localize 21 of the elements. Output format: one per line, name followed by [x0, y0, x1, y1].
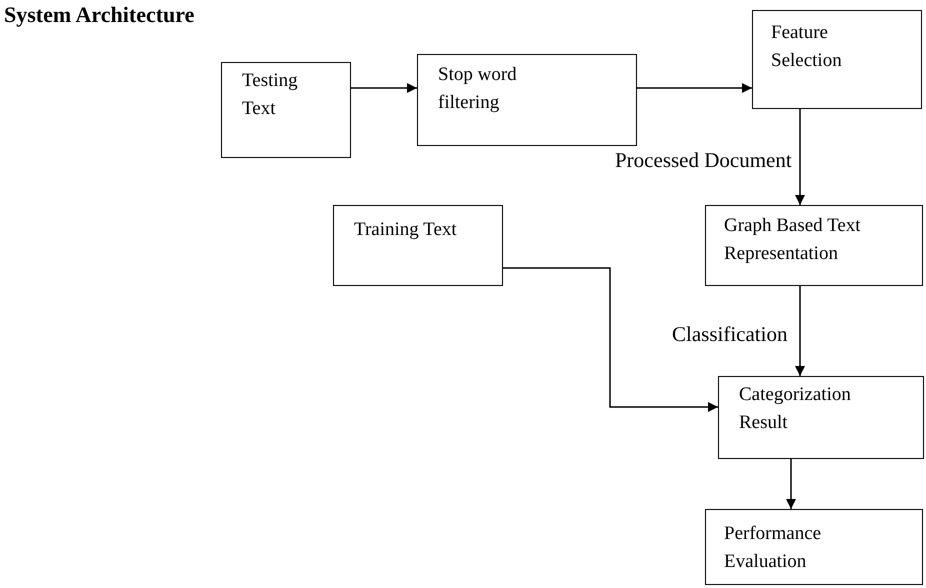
diagram-title: System Architecture — [4, 2, 194, 28]
process-box — [705, 205, 923, 286]
arrow — [795, 286, 805, 376]
process-box — [718, 376, 924, 459]
box-label: Training Text — [354, 218, 457, 242]
arrow — [503, 267, 718, 412]
process-box — [417, 54, 637, 146]
box-label: Stop word filtering — [438, 63, 518, 115]
arrow — [637, 83, 752, 93]
arrow — [351, 83, 417, 93]
box-label: Testing Text — [242, 69, 299, 121]
arrow — [795, 109, 805, 205]
process-box — [221, 62, 351, 158]
box-label: Categorization Result — [739, 383, 852, 435]
box-label: Performance Evaluation — [724, 522, 822, 574]
box-label: Graph Based Text Representation — [724, 214, 862, 266]
process-box — [705, 509, 923, 585]
arrow — [786, 459, 796, 509]
process-box — [333, 205, 503, 286]
process-box — [752, 10, 922, 109]
box-label: Feature Selection — [771, 21, 843, 73]
